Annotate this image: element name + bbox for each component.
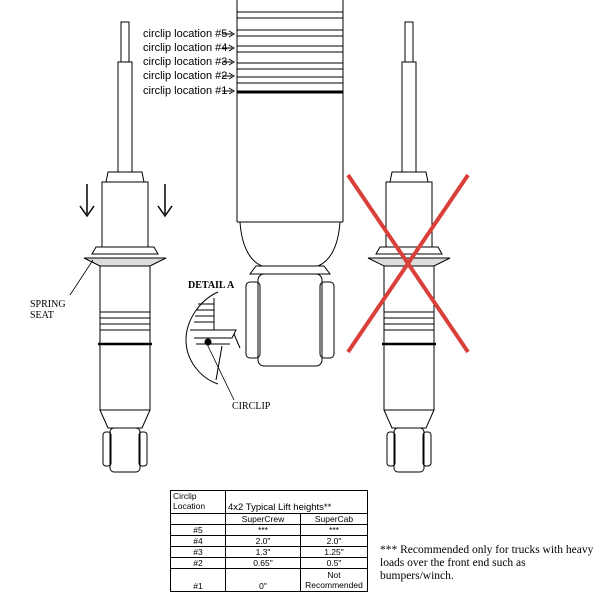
row-supercrew: 0.65" [225, 557, 301, 569]
row-supercab: 0.5" [300, 557, 368, 569]
row-location: #1 [170, 568, 226, 592]
table-row: #4 2.0" 2.0" [170, 535, 368, 547]
row-supercrew: 2.0" [225, 535, 301, 547]
table-row: #1 0" Not Recommended [170, 568, 368, 592]
spring-seat-leader [69, 259, 94, 296]
row-supercab: 2.0" [300, 535, 368, 547]
circlip-label: CIRCLIP [232, 401, 271, 412]
row-location: #2 [170, 557, 226, 569]
row-supercab: 1.25" [300, 546, 368, 558]
table-row: #5 *** *** [170, 524, 368, 536]
row-location: #4 [170, 535, 226, 547]
blank-cell [170, 513, 226, 525]
row-supercrew: *** [225, 524, 301, 536]
table-row: #2 0.65" 0.5" [170, 557, 368, 569]
right-shock [367, 21, 451, 473]
table-subheader-row: SuperCrew SuperCab [170, 513, 368, 525]
circlip-location-header: Circlip Location [170, 490, 226, 514]
lift-heights-table: Circlip Location 4x2 Typical Lift height… [170, 490, 368, 592]
circlip-label-2: circlip location #2 [143, 70, 228, 82]
circlip-header-line1: Circlip [173, 491, 197, 501]
row-location: #3 [170, 546, 226, 558]
row-location: #5 [170, 524, 226, 536]
spring-seat-label-line2: SEAT [30, 310, 54, 321]
supercab-header: SuperCab [300, 513, 368, 525]
detail-a-label: DETAIL A [188, 280, 235, 291]
recommended-label: Recommended [305, 580, 363, 590]
table-row: #3 1.3" 1.25" [170, 546, 368, 558]
down-arrows [79, 184, 173, 218]
not-label: Not [327, 570, 341, 580]
spring-seat-label-line1: SPRING [30, 299, 66, 310]
circlip-label-3: circlip location #3 [143, 56, 228, 68]
circlip-leaders [222, 30, 235, 95]
center-shock [236, 0, 344, 367]
recommendation-note: *** Recommended only for trucks with hea… [380, 544, 594, 582]
circlip-label-5: circlip location #5 [143, 28, 228, 40]
supercrew-header: SuperCrew [225, 513, 301, 525]
circlip-header-line2: Location [173, 501, 206, 511]
table-header-row: Circlip Location 4x2 Typical Lift height… [170, 490, 368, 514]
row-supercab: *** [300, 524, 368, 536]
lift-heights-title: 4x2 Typical Lift heights** [225, 490, 368, 514]
detail-a-view [185, 291, 241, 401]
left-shock [83, 21, 167, 473]
row-supercrew: 1.3" [225, 546, 301, 558]
circlip-label-4: circlip location #4 [143, 42, 228, 54]
row-supercrew: 0" [225, 568, 301, 592]
circlip-label-1: circlip location #1 [143, 85, 228, 97]
row-supercab: Not Recommended [300, 568, 368, 592]
red-cross-mark [346, 173, 470, 354]
